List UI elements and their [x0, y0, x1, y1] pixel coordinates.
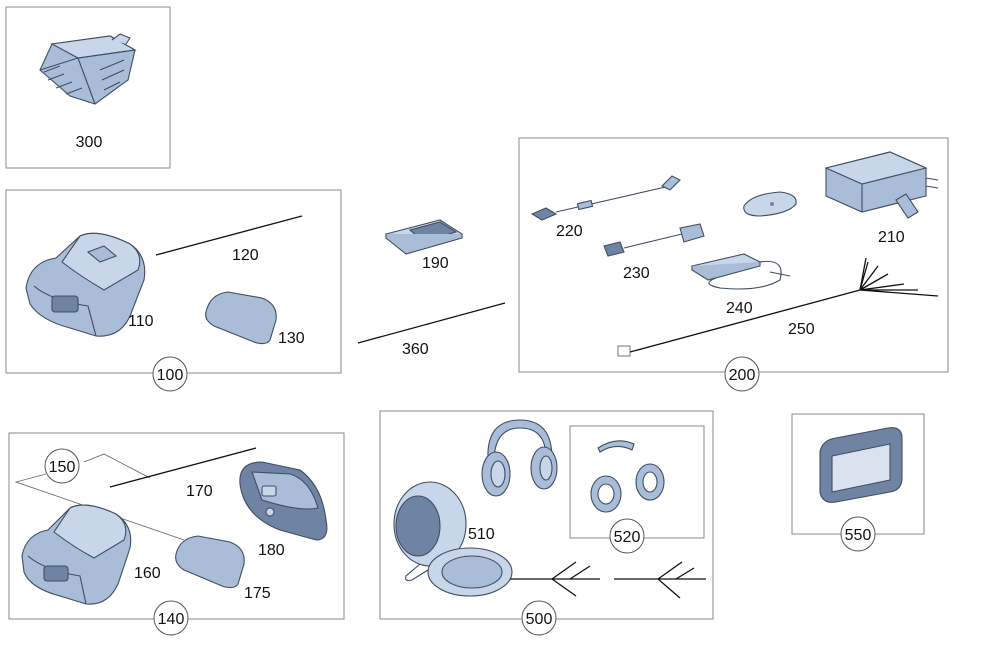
bubble-520	[609, 518, 645, 554]
label-550: 550	[845, 527, 872, 544]
label-500: 500	[526, 611, 553, 628]
cable-branch-left[interactable]	[510, 561, 600, 597]
harness-250-drawing[interactable]	[617, 257, 939, 357]
label-190: 190	[422, 255, 449, 272]
label-150: 150	[49, 459, 76, 476]
leader-150	[14, 453, 185, 541]
label-170: 170	[186, 483, 213, 500]
label-520: 520	[614, 529, 641, 546]
headphones-drawing[interactable]	[481, 419, 558, 497]
label-130: 130	[278, 330, 305, 347]
cable-170-drawing[interactable]	[109, 447, 257, 488]
cable-120-drawing[interactable]	[155, 215, 303, 256]
label-180: 180	[258, 542, 285, 559]
label-100: 100	[157, 367, 184, 384]
module-210-drawing[interactable]	[824, 151, 939, 219]
label-140: 140	[158, 611, 185, 628]
label-510: 510	[468, 526, 495, 543]
control-unit-300-drawing[interactable]	[39, 33, 137, 105]
cable-220-drawing[interactable]	[530, 175, 681, 221]
label-360: 360	[402, 341, 429, 358]
device-110-drawing[interactable]	[25, 232, 146, 337]
device-160-drawing[interactable]	[21, 504, 132, 605]
case-510-drawing[interactable]	[393, 481, 513, 597]
group-300-frame	[5, 6, 171, 169]
label-200: 200	[729, 367, 756, 384]
cable-230-drawing[interactable]	[603, 223, 705, 257]
label-300: 300	[76, 134, 103, 151]
display-550-drawing[interactable]	[819, 427, 903, 503]
cable-branch-right[interactable]	[614, 561, 706, 599]
label-120: 120	[232, 247, 259, 264]
pad-130-drawing[interactable]	[205, 291, 277, 345]
label-175: 175	[244, 585, 271, 602]
key-fob-drawing[interactable]	[743, 191, 797, 217]
label-160: 160	[134, 565, 161, 582]
label-250: 250	[788, 321, 815, 338]
bubble-200	[724, 356, 760, 392]
label-110: 110	[128, 313, 154, 330]
label-220: 220	[556, 223, 583, 240]
card-190-drawing[interactable]	[384, 219, 464, 255]
cable-240-drawing[interactable]	[690, 253, 791, 290]
ear-pads-520-drawing[interactable]	[590, 440, 665, 513]
pad-175-drawing[interactable]	[175, 535, 245, 589]
label-210: 210	[878, 229, 905, 246]
bubble-150	[44, 448, 80, 484]
label-240: 240	[726, 300, 753, 317]
cover-180-drawing[interactable]	[239, 461, 328, 541]
bubble-500	[521, 600, 557, 636]
label-230: 230	[623, 265, 650, 282]
bubble-100	[152, 356, 188, 392]
cable-360-drawing[interactable]	[357, 302, 506, 344]
bubble-550	[840, 516, 876, 552]
bubble-140	[153, 600, 189, 636]
